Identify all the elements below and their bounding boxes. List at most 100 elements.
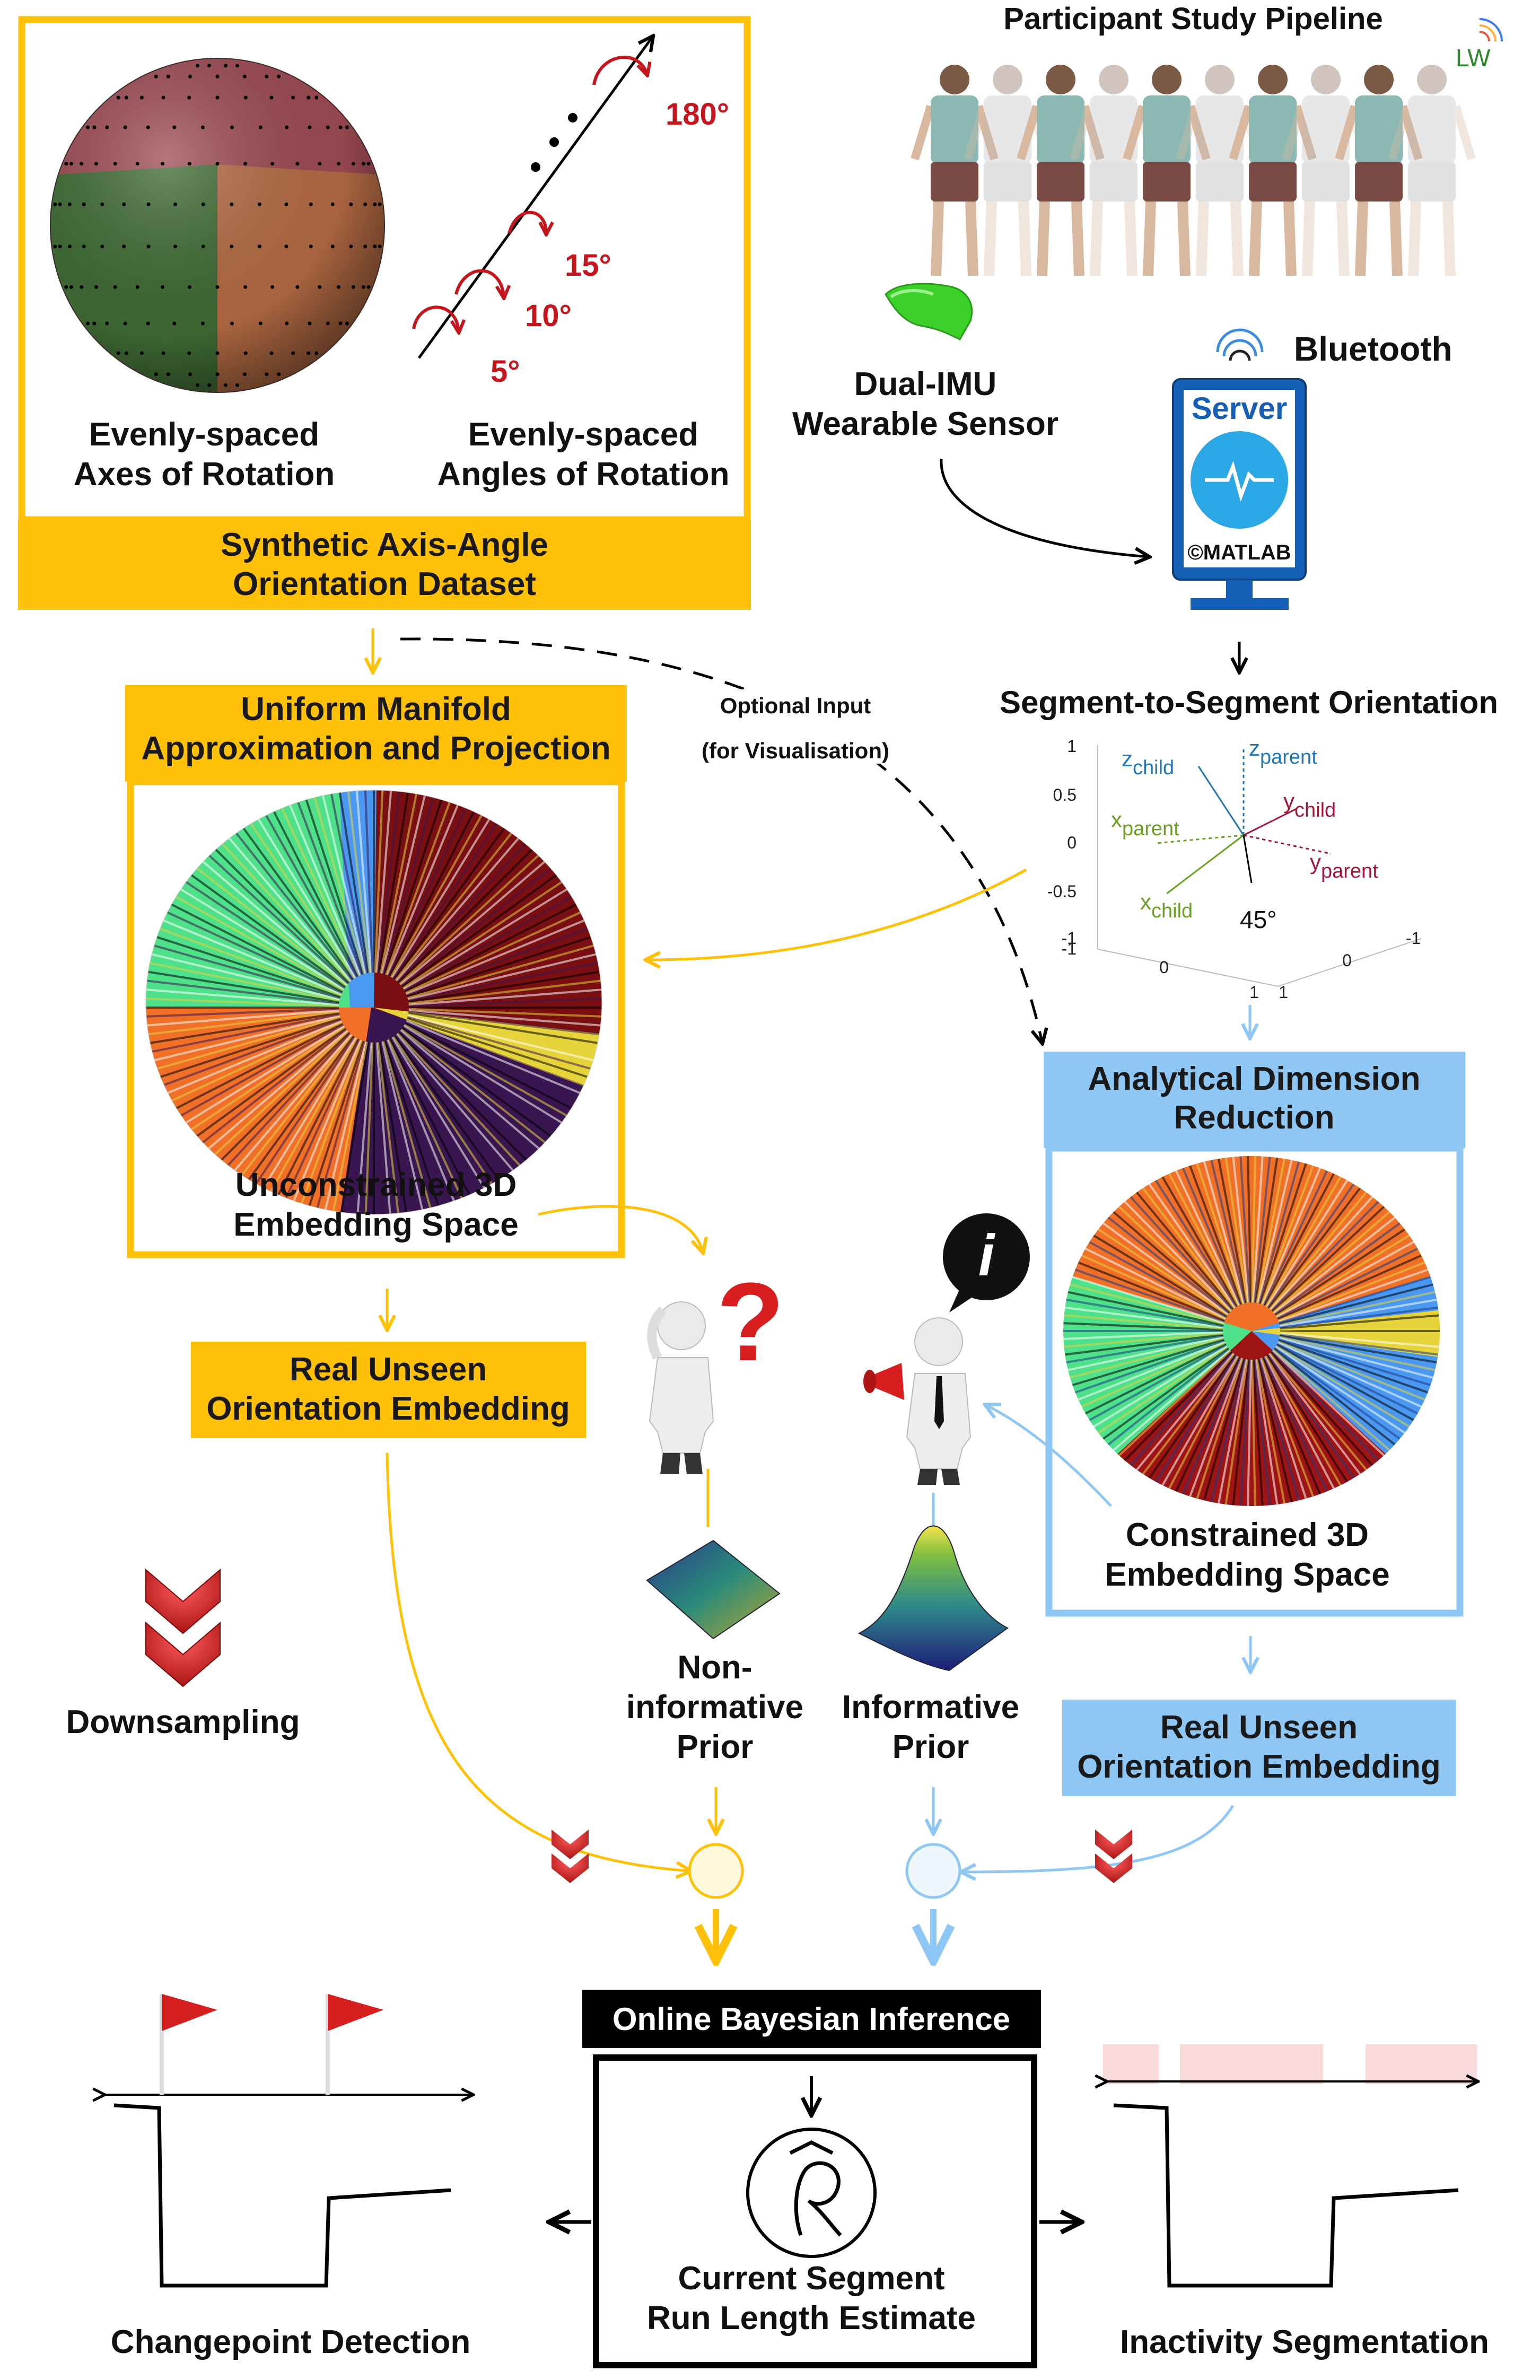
sphere-grid-dot — [307, 95, 311, 100]
unconstrained-line2: Embedding Space — [233, 1206, 518, 1243]
real-right-to-node-arrow — [962, 1805, 1235, 1872]
megaphone-icon — [870, 1363, 904, 1400]
sphere-grid-dot — [105, 125, 109, 129]
sphere-grid-dot — [92, 321, 97, 326]
y-tick: 0 — [1342, 951, 1352, 970]
embedding-ray — [1112, 1350, 1231, 1463]
embedding-ray — [1277, 1252, 1427, 1320]
embedding-ray — [146, 1012, 340, 1045]
sphere-grid-dot — [337, 285, 341, 289]
sensor-to-server-arrow — [940, 458, 1148, 557]
z-tick: 0.5 — [1053, 785, 1077, 804]
embedding-ray — [1222, 1156, 1249, 1303]
embedding-ray — [1262, 1156, 1327, 1305]
embedding-ray — [397, 835, 533, 983]
participant-figure — [1335, 65, 1423, 276]
sphere-grid-dot — [139, 351, 144, 355]
embedding-ray — [399, 1030, 546, 1167]
sphere-grid-dot — [207, 64, 211, 68]
inactivity-signal — [1113, 2103, 1459, 2288]
embedding-ray — [1274, 1224, 1412, 1316]
z-tick: -1 — [1062, 929, 1077, 948]
angle-arrow-10 — [454, 269, 504, 297]
synthetic-panel-header — [18, 520, 751, 610]
participant-figure — [911, 65, 999, 276]
sphere-grid-dot — [345, 321, 349, 326]
flag-icon — [162, 1994, 217, 2031]
embedding-ray — [408, 1012, 602, 1045]
embedding-ray — [148, 1016, 341, 1072]
sphere-grid-dot — [187, 285, 191, 289]
embedding-ray — [1230, 1359, 1250, 1506]
sphere-grid-dot — [265, 74, 269, 78]
embedding-ray — [1077, 1342, 1226, 1410]
embedding-ray — [1266, 1354, 1355, 1493]
embedding-ray — [1106, 1205, 1231, 1314]
optional-input-arrow — [400, 637, 1042, 1042]
embedding-ray — [379, 790, 421, 974]
embedding-ray — [1278, 1259, 1430, 1322]
embedding-ray — [1176, 1357, 1241, 1506]
embedding-ray — [1101, 1211, 1230, 1315]
angle-label-15: 15° — [565, 248, 611, 283]
changepoint-plot — [103, 1994, 472, 2288]
axis-label-y-child: ychild — [1283, 789, 1336, 821]
sphere-grid-dot — [187, 351, 191, 355]
analytical-header — [1044, 1052, 1465, 1148]
embedding-ray — [1251, 1359, 1257, 1506]
embedding-ray — [393, 818, 512, 980]
sphere-grid-dot — [215, 372, 220, 377]
sphere-grid-dot — [351, 285, 355, 289]
embedding-ray — [404, 892, 578, 992]
embedding-ray — [408, 1009, 602, 1027]
constrained-to-informative-arrow — [986, 1405, 1112, 1507]
angle-45-label: 45° — [1240, 906, 1277, 933]
embedding-ray — [292, 1040, 363, 1214]
embedding-ray — [309, 1040, 366, 1214]
embedding-ray — [283, 1039, 362, 1214]
inactivity-band — [1366, 2044, 1477, 2084]
embedding-ray — [377, 1042, 402, 1214]
embedding-ray — [1267, 1354, 1362, 1489]
sphere-grid-dot — [64, 285, 68, 289]
sphere-grid-dot — [366, 285, 371, 289]
sphere-grid-dot — [277, 74, 281, 78]
embedding-ray — [407, 943, 599, 1000]
sphere-grid-dot — [270, 162, 274, 166]
embedding-ray — [408, 1013, 602, 1054]
embedding-ray — [146, 961, 340, 1002]
axis-label-x-child: xchild — [1140, 889, 1193, 922]
dual-imu-line2: Wearable Sensor — [792, 406, 1058, 442]
embedding-ray — [221, 829, 352, 982]
embedding-ray — [392, 1036, 505, 1202]
embedding-ray — [214, 1032, 351, 1180]
sphere-grid-dot — [243, 95, 248, 100]
downsampling-chevron-icon — [145, 1568, 221, 1687]
sphere-grid-dot — [187, 95, 191, 100]
embedding-ray — [407, 1017, 597, 1081]
rotation-angles-illustration: 180° 15° 10° 5° — [412, 37, 729, 389]
unconstrained-to-noninformative-arrow — [538, 1205, 703, 1252]
embedding-ray — [1257, 1359, 1297, 1506]
embedding-ray — [1268, 1352, 1375, 1479]
axes-caption-line1: Evenly-spaced — [89, 416, 319, 453]
sphere-grid-dot — [135, 162, 139, 166]
embedding-ray — [1123, 1351, 1233, 1474]
embedding-ray — [408, 988, 602, 1006]
embedding-ray — [1184, 1357, 1243, 1506]
sphere-grid-dot — [285, 321, 289, 326]
embedding-ray — [251, 1037, 357, 1208]
embedding-ray — [174, 1025, 345, 1131]
unconstrained-line1: Unconstrained 3D — [235, 1167, 517, 1203]
orientation-to-umap-arrow — [647, 868, 1027, 960]
embedding-ray — [1267, 1174, 1362, 1308]
sphere-grid-dot — [258, 244, 261, 249]
sphere-grid-dot — [295, 285, 300, 289]
embedding-ray — [1135, 1353, 1235, 1484]
umap-title-line1: Uniform Manifold — [241, 691, 511, 728]
embedding-ray — [374, 790, 384, 973]
embedding-ray — [1272, 1205, 1397, 1314]
embedding-ray — [382, 790, 439, 975]
embedding-ray — [309, 790, 366, 975]
embedding-ray — [1096, 1347, 1229, 1445]
